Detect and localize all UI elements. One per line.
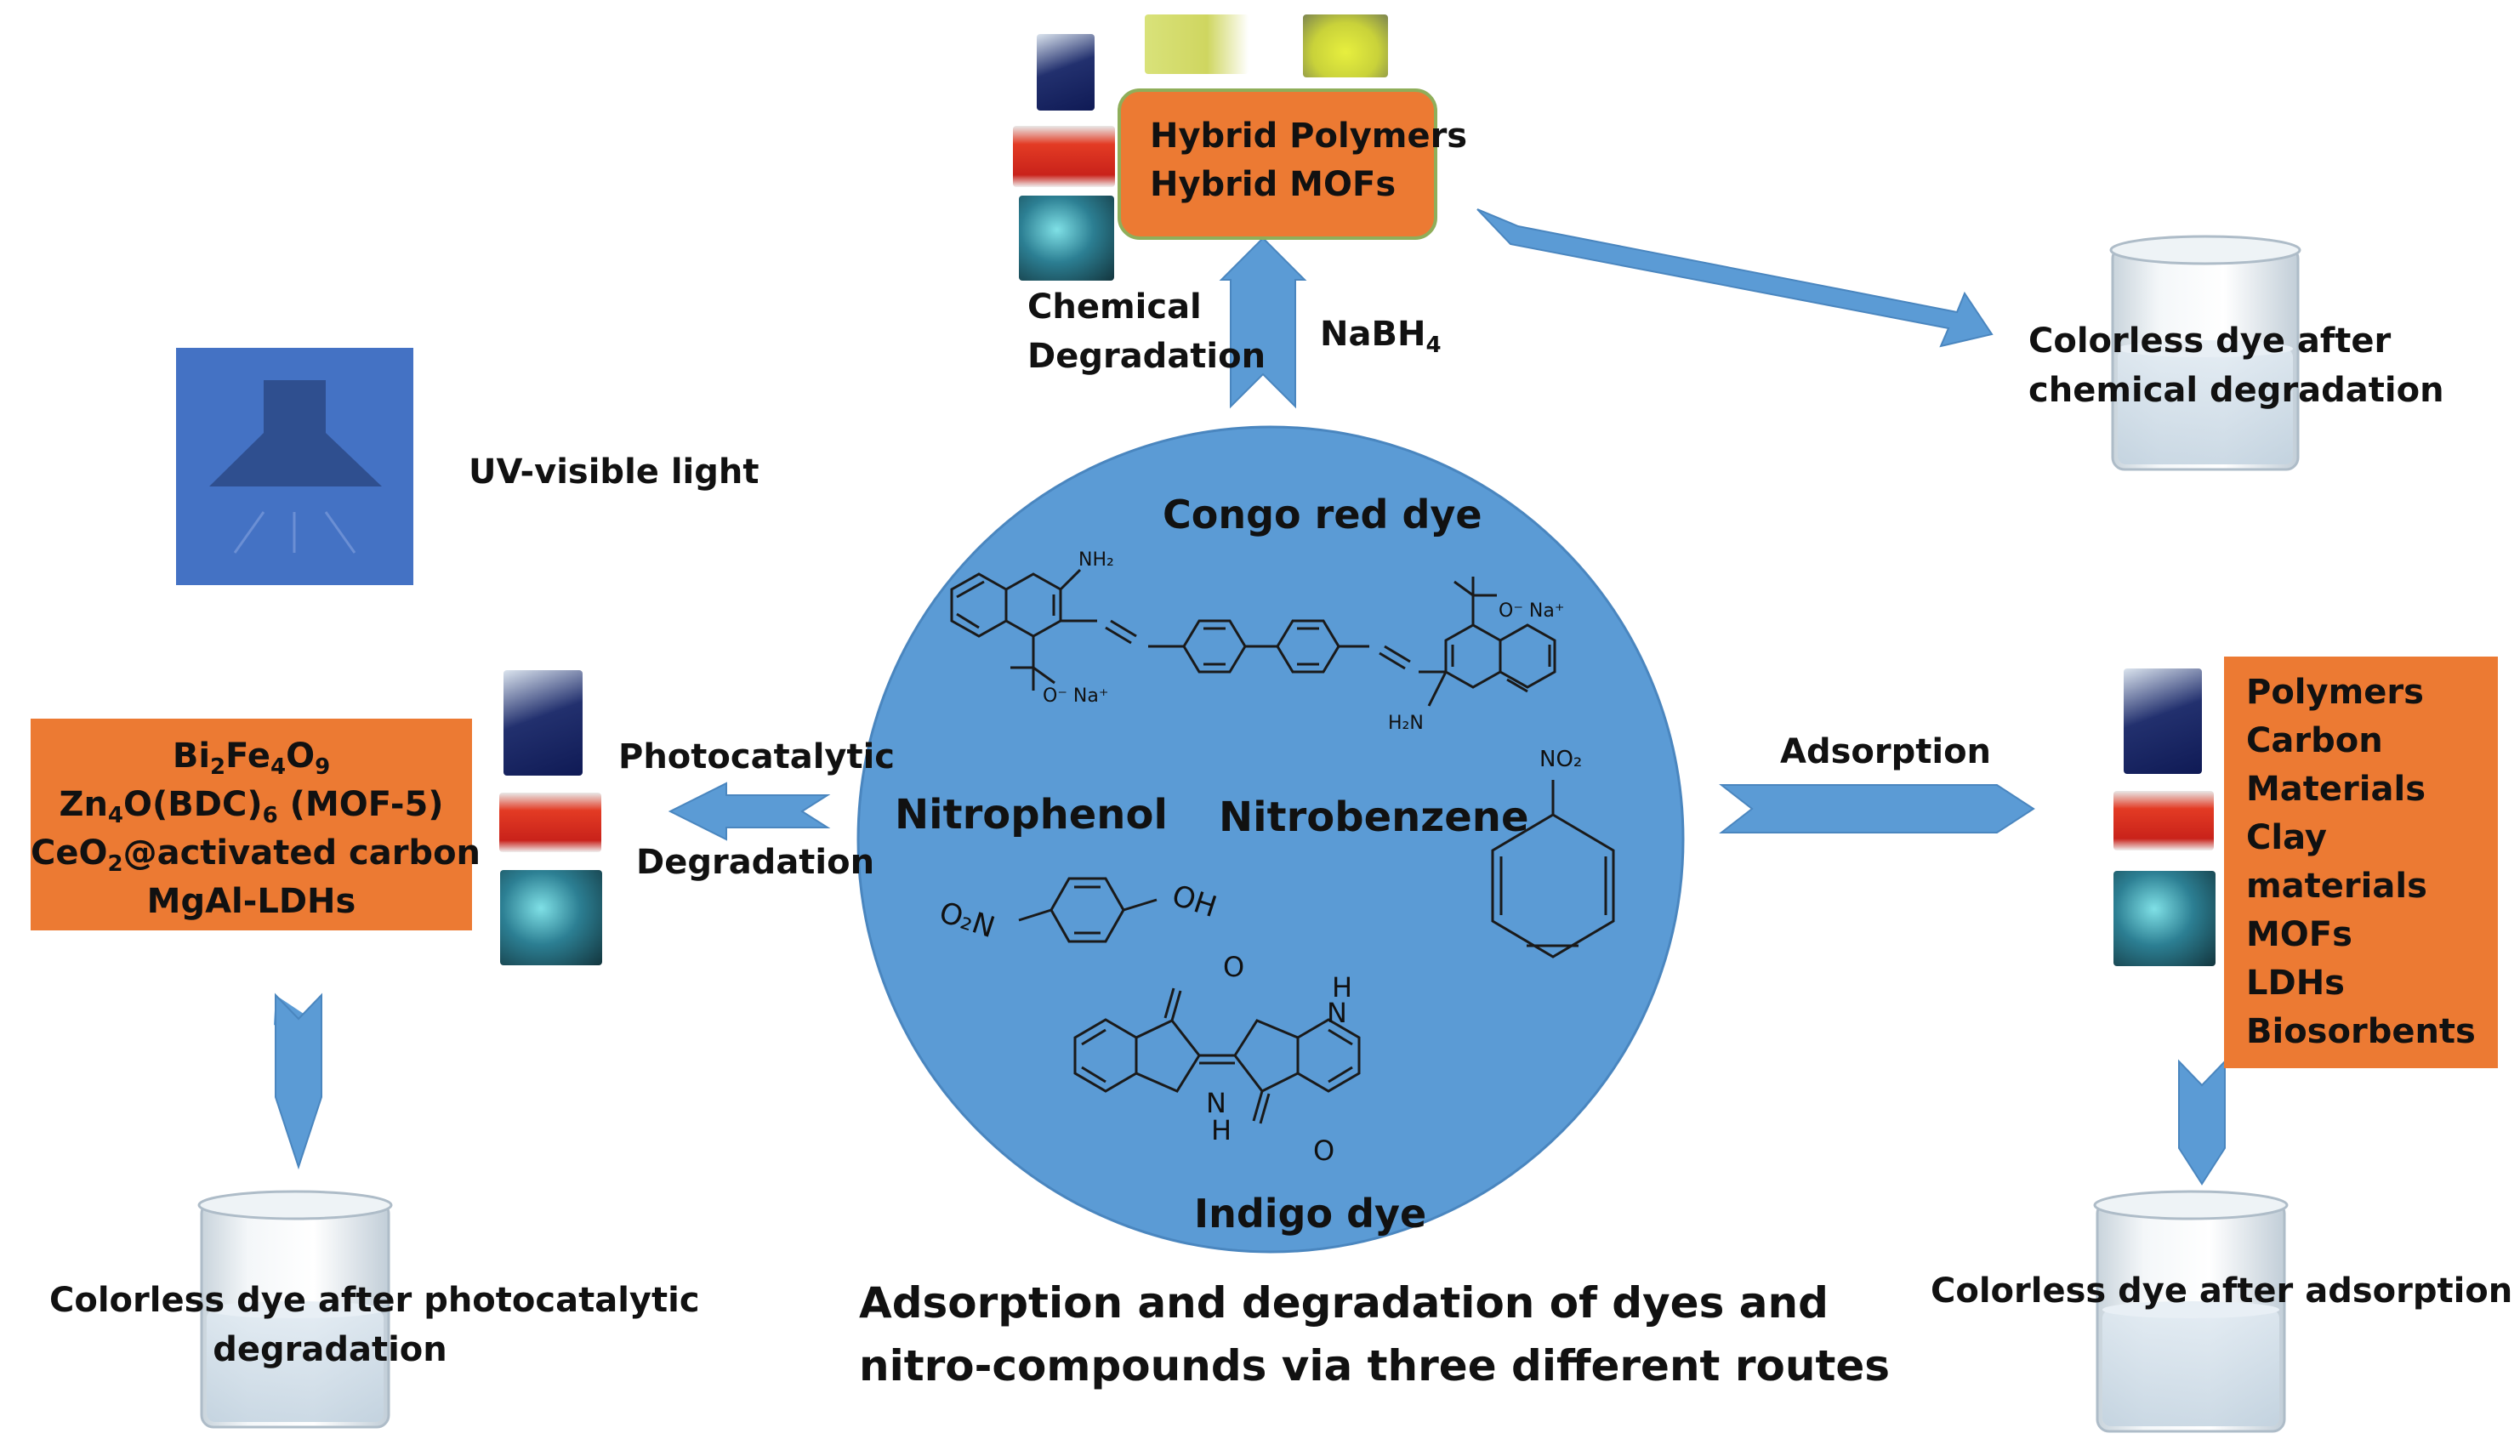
hybrid-materials-box: Hybrid Polymers Hybrid MOFs <box>1118 88 1468 240</box>
adsorption-label: Adsorption <box>1780 732 1992 771</box>
atom-label: H <box>1211 1114 1232 1146</box>
adsorbent-item: materials <box>2246 867 2427 906</box>
beaker-icon <box>197 1190 393 1429</box>
adsorbent-item: Biosorbents <box>2246 1012 2476 1051</box>
atom-label: NO₂ <box>1539 747 1583 772</box>
indigo-title: Indigo dye <box>1194 1191 1427 1237</box>
flask-photo <box>2124 668 2202 774</box>
yellow-sample-photo <box>1145 14 1249 74</box>
atom-label: H₂N <box>1388 713 1424 734</box>
photocatalyst-box: Bi2Fe4O9 Zn4O(BDC)6 (MOF-5) CeO2@activat… <box>31 719 481 930</box>
adsorption-result-label: Colorless dye after adsorption <box>1931 1271 2513 1311</box>
beaker-icon <box>2109 235 2301 471</box>
beaker-icon <box>2093 1190 2289 1433</box>
chemical-result-label: Colorless dye after chemical degradation <box>2028 321 2444 410</box>
chemical-result-arrow <box>1476 208 1994 348</box>
photocatalyst-item: MgAl-LDHs <box>146 882 356 921</box>
atom-label: O⁻ Na⁺ <box>1499 600 1565 622</box>
photocatalyst-item: Bi2Fe4O9 <box>172 737 331 780</box>
adsorbent-item: Clay <box>2246 818 2327 857</box>
atom-label: NH₂ <box>1078 549 1114 571</box>
adsorbent-item: Materials <box>2246 770 2426 809</box>
flask-photo <box>503 670 583 776</box>
chemical-degradation-label: Chemical Degradation <box>1027 287 1266 376</box>
blue-dish-photo <box>500 870 602 965</box>
figure-caption: Adsorption and degradation of dyes and n… <box>859 1278 1891 1391</box>
adsorbent-item: MOFs <box>2246 915 2352 954</box>
photocatalytic-arrow <box>668 782 831 841</box>
atom-label: N <box>1327 997 1347 1029</box>
photocatalytic-label: Photocatalytic <box>618 737 896 776</box>
nitrophenol-structure <box>1018 877 1158 943</box>
photocatalyst-item: Zn4O(BDC)6 (MOF-5) <box>59 785 444 828</box>
nitrobenzene-title: Nitrobenzene <box>1219 793 1529 841</box>
atom-label: O <box>1223 951 1245 983</box>
hybrid-polymers-label: Hybrid Polymers <box>1150 117 1468 156</box>
adsorbent-item: LDHs <box>2246 964 2345 1003</box>
photocatalytic-result-label: Colorless dye after photocatalytic degra… <box>49 1281 700 1369</box>
adsorption-arrow <box>1719 784 2035 833</box>
red-dish-photo <box>2113 791 2214 850</box>
adsorption-result-arrow <box>2178 1059 2226 1186</box>
atom-label: O⁻ Na⁺ <box>1043 685 1109 707</box>
yellow-dish-photo <box>1303 14 1388 77</box>
atom-label: N <box>1206 1087 1226 1119</box>
central-circle <box>856 425 1685 1254</box>
red-dish-photo <box>499 793 601 852</box>
red-dish-photo <box>1013 126 1115 187</box>
adsorbent-item: Polymers <box>2246 673 2424 712</box>
blue-dish-photo <box>2113 871 2216 966</box>
congo-red-structure <box>950 568 1556 707</box>
reagent-label: NaBH4 <box>1320 315 1442 358</box>
adsorbent-item: Carbon <box>2246 721 2383 760</box>
indigo-structure <box>1073 987 1361 1124</box>
photocatalyst-item: CeO2@activated carbon <box>31 833 481 877</box>
hybrid-mofs-label: Hybrid MOFs <box>1150 165 1397 204</box>
adsorbent-box: Polymers Carbon Materials Clay materials… <box>2224 657 2498 1068</box>
uv-light-label: UV-visible light <box>469 452 759 492</box>
uv-lamp-icon <box>176 348 413 585</box>
nitrophenol-title: Nitrophenol <box>895 791 1168 839</box>
congo-red-title: Congo red dye <box>1163 492 1482 537</box>
degradation-label: Degradation <box>636 843 875 882</box>
atom-label: H <box>1332 971 1353 1004</box>
atom-label: O <box>1313 1135 1335 1167</box>
nitrobenzene-structure <box>1491 780 1615 958</box>
blue-dish-photo <box>1019 196 1114 281</box>
flask-photo <box>1037 34 1095 111</box>
chemical-degradation-arrow <box>1219 236 1307 409</box>
